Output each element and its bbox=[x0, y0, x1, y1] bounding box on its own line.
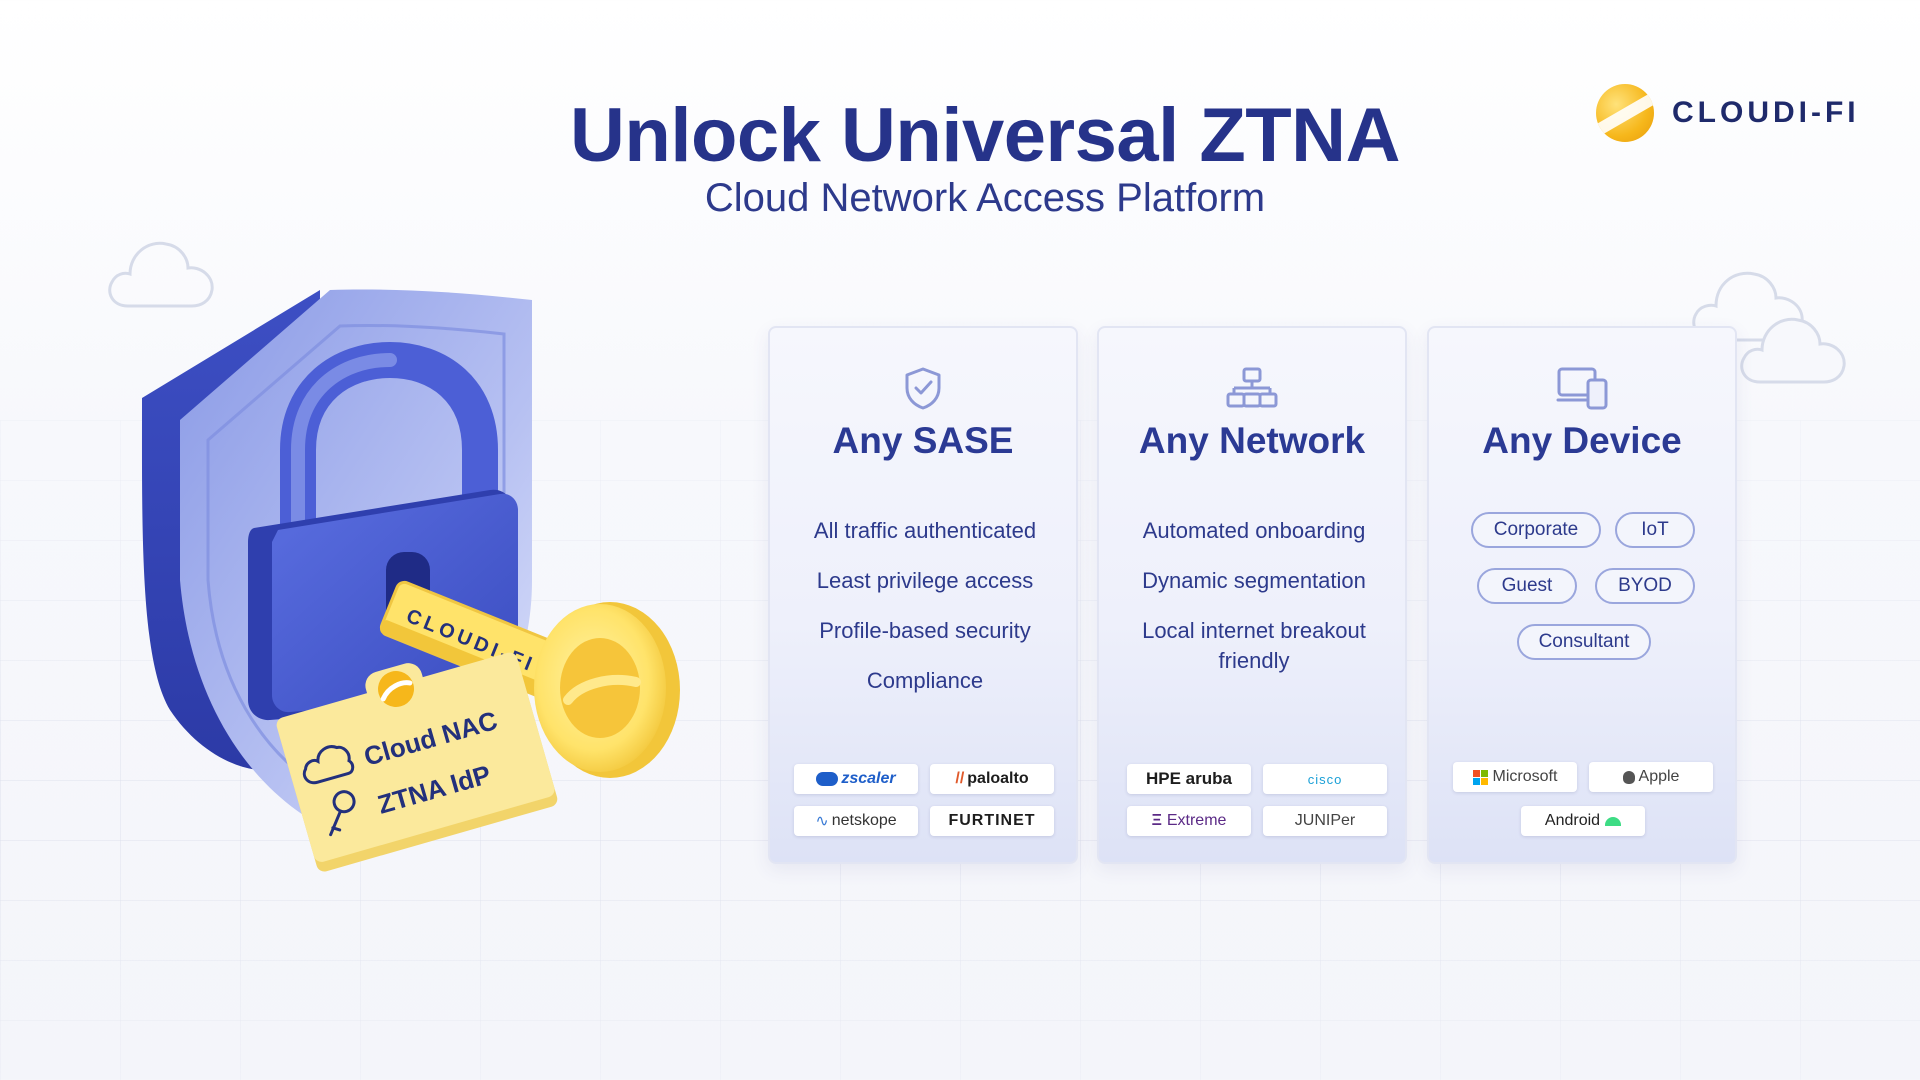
partner-logo-cisco: cisco bbox=[1263, 764, 1387, 794]
cloud-icon bbox=[1740, 317, 1846, 384]
logo-text: CLOUDI-FI bbox=[1672, 96, 1860, 129]
card-title: Any SASE bbox=[832, 420, 1014, 461]
feature-item: Automated onboarding bbox=[1142, 518, 1366, 543]
feature-item: Dynamic segmentation bbox=[1142, 568, 1366, 593]
feature-item: All traffic authenticated bbox=[813, 518, 1037, 543]
card-any-device: Any Device Corporate IoT Guest BYOD Cons… bbox=[1427, 326, 1737, 864]
devices-icon bbox=[1556, 367, 1608, 410]
feature-item: Least privilege access bbox=[816, 568, 1034, 593]
shield-check-icon bbox=[905, 367, 941, 410]
shield-lock-illustration: CLOUDI-FI Cloud NAC ZTNA IdP bbox=[141, 289, 680, 872]
device-tag-consultant: Consultant bbox=[1517, 624, 1651, 660]
logo-mark-icon bbox=[1596, 84, 1654, 142]
partner-logo-fortinet: FURTINET bbox=[930, 806, 1054, 836]
device-tag-guest: Guest bbox=[1477, 568, 1577, 604]
page-title: Unlock Universal ZTNA bbox=[570, 93, 1400, 178]
partner-logo-zscaler: zscaler bbox=[794, 764, 918, 794]
partner-logo-paloalto: //paloalto bbox=[930, 764, 1054, 794]
partner-logo-microsoft: Microsoft bbox=[1453, 762, 1577, 792]
card-any-network: Any Network Automated onboarding Dynamic… bbox=[1097, 326, 1407, 864]
feature-item: Profile-based security bbox=[819, 618, 1031, 643]
partner-logo-apple: Apple bbox=[1589, 762, 1713, 792]
device-tag-iot: IoT bbox=[1615, 512, 1695, 548]
partner-logo-netskope: ∿netskope bbox=[794, 806, 918, 836]
device-tag-byod: BYOD bbox=[1595, 568, 1695, 604]
card-title: Any Network bbox=[1138, 420, 1366, 461]
card-title: Any Device bbox=[1482, 420, 1682, 461]
brand-logo[interactable]: CLOUDI-FI bbox=[1596, 84, 1860, 142]
feature-item: Local internet breakout friendly bbox=[1142, 618, 1366, 673]
network-icon bbox=[1226, 367, 1278, 408]
card-any-sase: Any SASE All traffic authenticated Least… bbox=[768, 326, 1078, 864]
key-icon bbox=[329, 790, 356, 837]
device-tag-corporate: Corporate bbox=[1471, 512, 1601, 548]
page-subtitle: Cloud Network Access Platform bbox=[704, 176, 1266, 220]
feature-item: Compliance bbox=[866, 668, 984, 693]
cloud-icon bbox=[108, 241, 214, 308]
partner-logo-android: Android bbox=[1521, 806, 1645, 836]
cloud-shield-icon bbox=[302, 745, 355, 785]
partner-logo-hpe-aruba: HPE aruba bbox=[1127, 764, 1251, 794]
partner-logo-juniper: JUNIPer bbox=[1263, 806, 1387, 836]
